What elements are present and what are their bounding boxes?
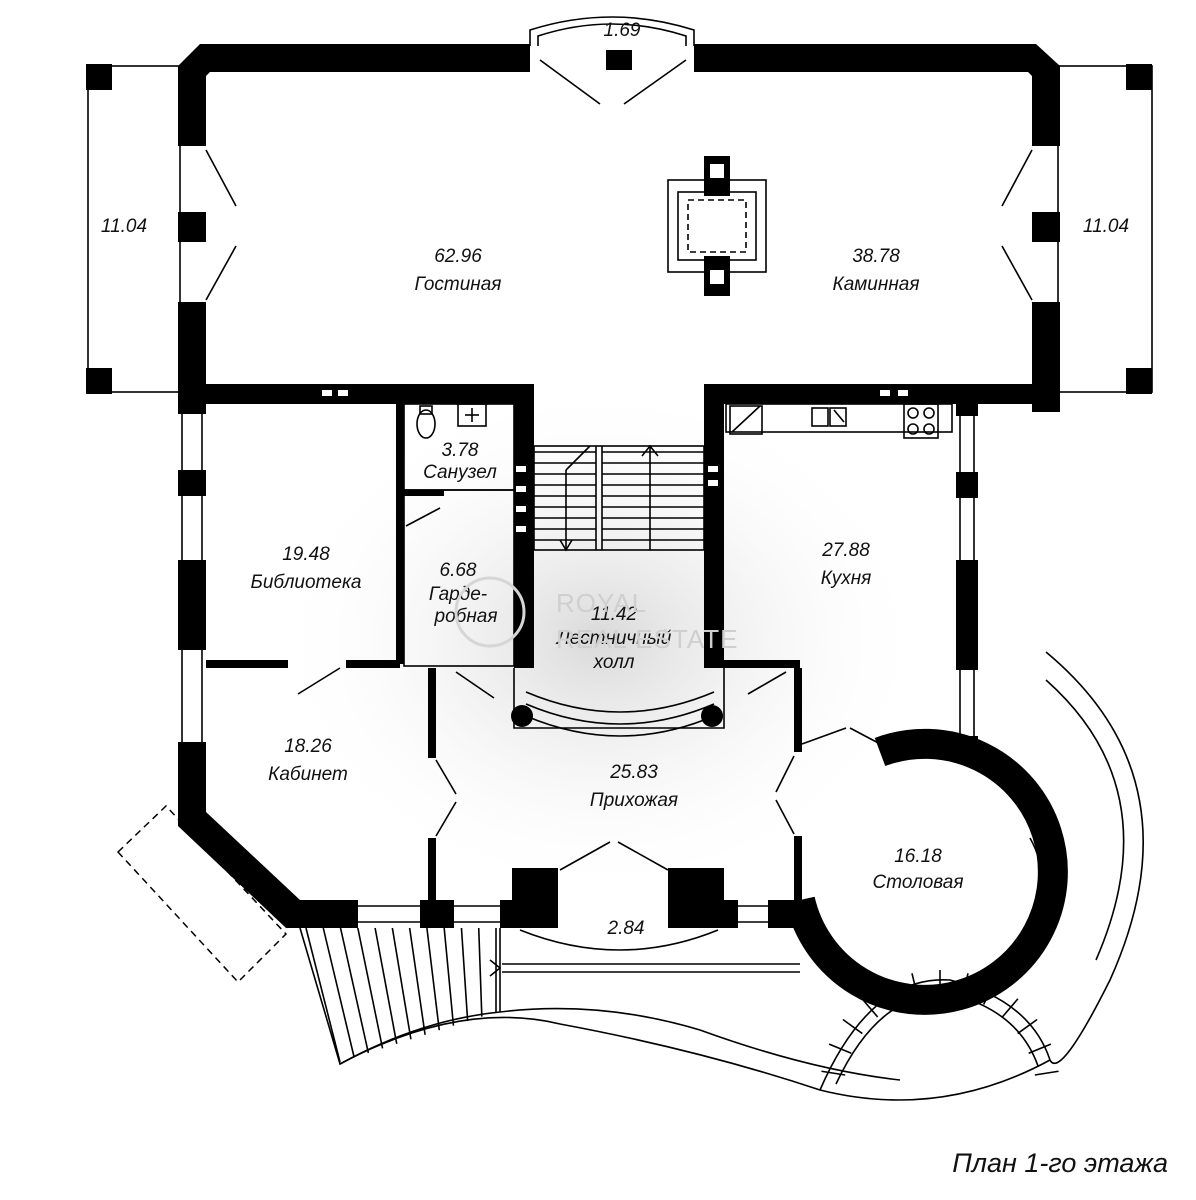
porch-step: [357, 927, 384, 1049]
room-name-garderobnaya: Гарде-: [429, 584, 487, 605]
dining-step: [1034, 1070, 1059, 1076]
porch-step: [408, 927, 426, 1035]
dining-step: [861, 998, 879, 1018]
room-labels: 62.96 Гостиная 38.78 Каминная 3.78 Сануз…: [101, 20, 1129, 939]
room-name-lestnichny-holl: Лестничный: [555, 628, 672, 649]
room-name-prihozhaya: Прихожая: [590, 790, 678, 811]
terrace-right-outline: [1057, 64, 1153, 394]
plan-title: План 1-го этажа: [952, 1148, 1168, 1178]
windows: [181, 414, 975, 923]
bay-top-outline: [529, 16, 695, 105]
fireplace: [667, 156, 767, 296]
room-name2-garderobnaya: робная: [434, 606, 498, 627]
dining-step: [1028, 1043, 1052, 1055]
porch-step: [305, 927, 341, 1063]
room-name-kabinet: Кабинет: [268, 764, 348, 785]
dining-step: [842, 1018, 863, 1035]
porch-step: [339, 927, 370, 1054]
porch-step: [322, 927, 355, 1058]
room-area-kabinet: 18.26: [284, 736, 332, 757]
room-area-gostinaya: 62.96: [434, 246, 482, 267]
room-name-kuhnya: Кухня: [821, 568, 872, 589]
porch-step: [391, 927, 412, 1040]
room-area-kuhnya: 27.88: [821, 540, 870, 561]
watermark-line1: ROYAL: [556, 588, 647, 618]
dining-step: [961, 973, 969, 997]
kitchen-counter: [725, 403, 953, 439]
room-area-biblioteka: 19.48: [282, 544, 330, 565]
porch-step: [477, 927, 483, 1017]
room-area-stolovaya: 16.18: [894, 846, 942, 867]
staircase: [511, 444, 725, 737]
watermark-line2: REAL ESTATE: [556, 624, 738, 654]
bathroom-fixtures: [403, 403, 515, 667]
dining-step: [884, 982, 898, 1005]
dining-step: [982, 982, 996, 1005]
room-name-stolovaya: Столовая: [873, 872, 964, 893]
terrace-area-left: 11.04: [101, 216, 147, 237]
watermark: ROYAL REAL ESTATE: [454, 576, 738, 654]
porch-step: [374, 927, 398, 1044]
room-area-lestnichny-holl: 11.42: [591, 604, 638, 625]
dining-step: [911, 973, 919, 997]
dining-step: [821, 1070, 846, 1076]
porch-step: [426, 927, 441, 1031]
terrace-area-right: 11.04: [1083, 216, 1129, 237]
porch-step: [443, 927, 455, 1026]
dining-step: [1001, 998, 1019, 1018]
dining-rotunda: [785, 728, 1068, 1015]
dining-step: [828, 1043, 852, 1055]
bay-area-top: 1.69: [604, 20, 641, 41]
room-name-sanuzel: Санузел: [423, 462, 497, 483]
room-name-kaminnaya: Каминная: [833, 274, 920, 295]
room-area-kaminnaya: 38.78: [852, 246, 900, 267]
porch-step: [460, 927, 469, 1022]
room-name2-lestnichny-holl: холл: [593, 652, 635, 673]
dining-step: [1017, 1018, 1038, 1035]
room-area-prihozhaya: 25.83: [609, 762, 658, 783]
room-name-biblioteka: Библиотека: [251, 572, 362, 593]
room-area-garderobnaya: 6.68: [440, 560, 477, 581]
porch-area: 2.84: [607, 918, 645, 939]
window-marks: [322, 390, 908, 532]
room-area-sanuzel: 3.78: [442, 440, 479, 461]
outdoor-steps: [116, 651, 1144, 1101]
room-name-gostinaya: Гостиная: [415, 274, 502, 295]
doors: [205, 149, 1033, 871]
